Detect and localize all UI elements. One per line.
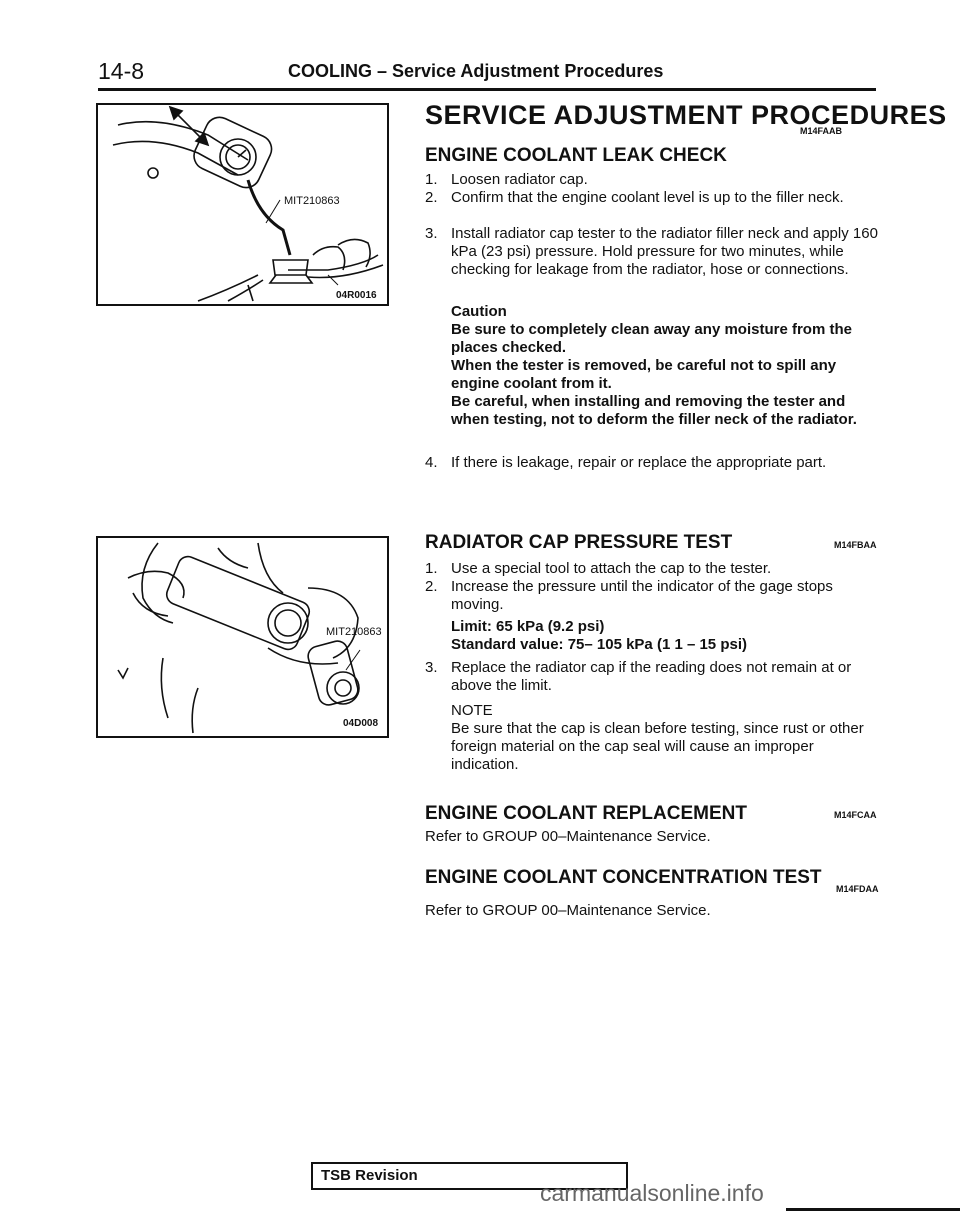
reference-text: Refer to GROUP 00–Maintenance Service. (425, 828, 711, 845)
page-header-title: COOLING – Service Adjustment Procedures (288, 61, 664, 81)
caution-block: Caution Be sure to completely clean away… (425, 303, 880, 429)
figure-code: 04D008 (343, 718, 379, 729)
header-rule (98, 88, 876, 91)
standard-text: Standard value: 75– 105 kPa (1 1 – 15 ps… (451, 636, 747, 653)
step-number: 3. (425, 659, 438, 676)
step-text: Use a special tool to attach the cap to … (451, 560, 772, 577)
step-number: 1. (425, 560, 438, 577)
tsb-revision-label: TSB Revision (321, 1167, 418, 1184)
section-code: M14FAAB (800, 126, 843, 136)
page-title: SERVICE ADJUSTMENT PROCEDURES (425, 100, 947, 130)
figure-code: 04R0016 (336, 290, 377, 301)
step-text: Confirm that the engine coolant level is… (451, 189, 844, 206)
watermark: carmanualsonline.info (540, 1180, 764, 1206)
caution-line: Be careful, when installing and removing… (451, 393, 857, 428)
leak-check-illustration (112, 105, 384, 302)
step-text: Increase the pressure until the indicato… (451, 578, 833, 613)
section-heading-leak-check: ENGINE COOLANT LEAK CHECK (425, 145, 727, 166)
step-text: If there is leakage, repair or replace t… (451, 454, 827, 471)
limit-text: Limit: 65 kPa (9.2 psi) (451, 618, 605, 635)
section-code: M14FBAA (834, 540, 877, 550)
caution-title: Caution (451, 303, 507, 320)
reference-text: Refer to GROUP 00–Maintenance Service. (425, 902, 711, 919)
step-number: 2. (425, 578, 438, 595)
watermark-rule (786, 1208, 960, 1211)
figure-leak-check: MIT210863 04R0016 (96, 103, 389, 306)
step-number: 2. (425, 189, 438, 206)
section-code: M14FDAA (836, 884, 879, 894)
figure-cap-test: MIT210863 04D008 (96, 536, 389, 738)
caution-line: Be sure to completely clean away any moi… (451, 321, 852, 356)
note-text: Be sure that the cap is clean before tes… (451, 720, 864, 773)
step-number: 4. (425, 454, 438, 471)
caution-line: When the tester is removed, be careful n… (451, 357, 837, 392)
section-heading-concentration-test: ENGINE COOLANT CONCENTRATION TEST (425, 867, 822, 888)
step-number: 1. (425, 171, 438, 188)
section-code: M14FCAA (834, 810, 877, 820)
figure-label: MIT210863 (326, 626, 382, 638)
step-text: Install radiator cap tester to the radia… (451, 225, 878, 278)
note-label: NOTE (451, 702, 493, 719)
section-heading-cap-test: RADIATOR CAP PRESSURE TEST (425, 532, 733, 553)
page-number: 14-8 (98, 58, 145, 84)
cap-test-illustration (117, 542, 361, 734)
step-text: Replace the radiator cap if the reading … (451, 659, 852, 694)
step-text: Loosen radiator cap. (451, 171, 588, 188)
step-number: 3. (425, 225, 438, 242)
section-heading-coolant-replacement: ENGINE COOLANT REPLACEMENT (425, 803, 747, 824)
tsb-revision-box: TSB Revision (311, 1162, 628, 1190)
figure-label: MIT210863 (284, 195, 340, 207)
